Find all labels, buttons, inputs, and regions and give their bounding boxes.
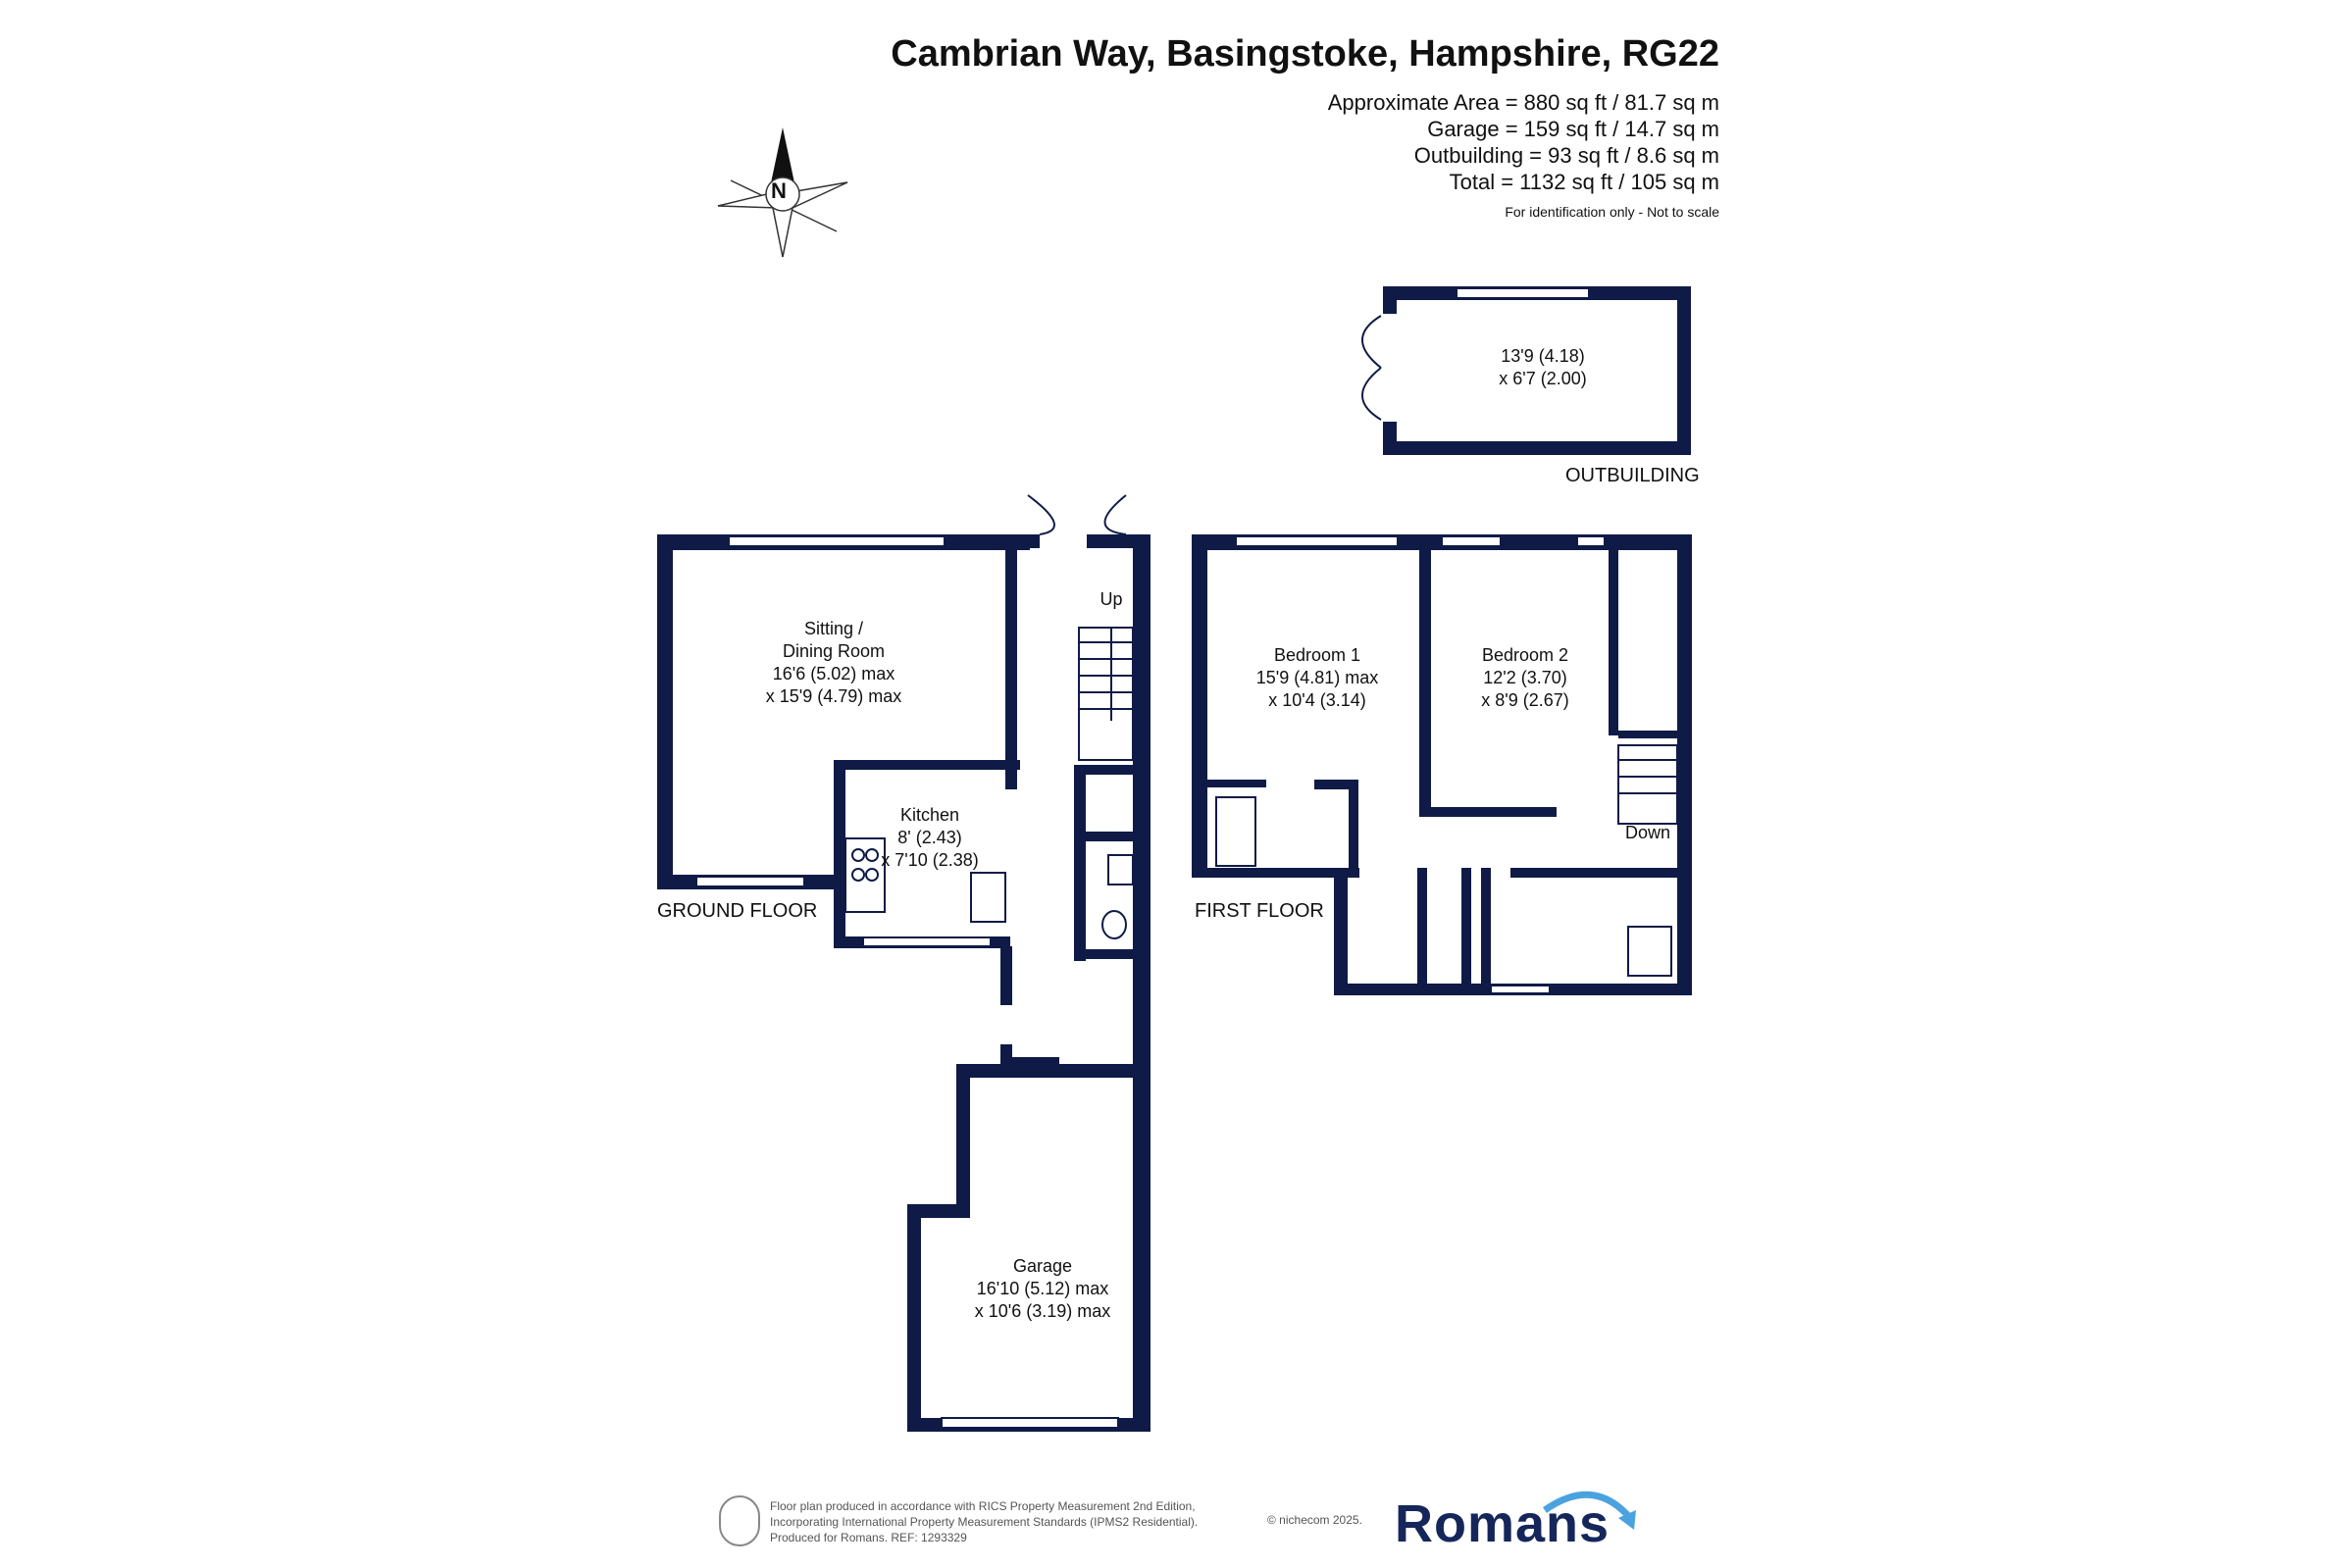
ground-floor-plan (657, 494, 1150, 1432)
stairs-up-label: Up (1099, 589, 1123, 609)
first-floor-label: FIRST FLOOR (1195, 900, 1324, 922)
outbuilding-area: Outbuilding = 93 sq ft / 8.6 sq m (1413, 143, 1719, 168)
total-area: Total = 1132 sq ft / 105 sq m (1449, 170, 1719, 194)
compass-north-label: N (771, 178, 787, 203)
copyright: © nichecom 2025. (1267, 1513, 1362, 1527)
logo-swoosh-icon (1542, 1491, 1636, 1530)
scale-note: For identification only - Not to scale (1505, 204, 1719, 220)
compass-rose-icon (717, 127, 848, 258)
garage-area: Garage = 159 sq ft / 14.7 sq m (1427, 117, 1719, 141)
outbuilding-dimensions: 13'9 (4.18)x 6'7 (2.00) (1499, 346, 1587, 388)
outbuilding-label: OUTBUILDING (1565, 465, 1700, 486)
footer-notes: Floor plan produced in accordance with R… (770, 1499, 1199, 1544)
brand-logo: Romans (1395, 1494, 1611, 1553)
first-floor-plan (1192, 534, 1692, 995)
person-scale-icon (719, 1495, 760, 1546)
approximate-area: Approximate Area = 880 sq ft / 81.7 sq m (1327, 90, 1719, 115)
stairs-down-label: Down (1624, 823, 1671, 842)
outbuilding-plan (1361, 286, 1691, 455)
property-title: Cambrian Way, Basingstoke, Hampshire, RG… (891, 33, 1719, 75)
ground-floor-label: GROUND FLOOR (657, 900, 818, 922)
